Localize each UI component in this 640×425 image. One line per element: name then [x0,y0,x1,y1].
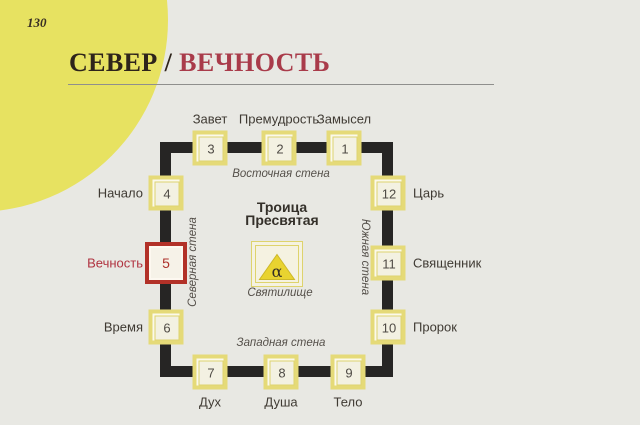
station-box-11: 11 [370,245,406,281]
station-label-7: Дух [198,394,222,410]
station-number: 10 [376,315,402,341]
trinity-line1: Троица [256,199,308,215]
page-title: СЕВЕР / ВЕЧНОСТЬ [69,48,330,78]
wall-label-south: Южная стена [359,218,371,296]
station-number: 4 [154,181,180,207]
page-number: 130 [27,15,47,30]
station-number: 8 [269,360,295,386]
station-box-1: 1 [326,130,362,166]
station-label-1: Замысел [316,111,372,127]
title-secondary: ВЕЧНОСТЬ [179,48,331,77]
wall-label-east: Восточная стена [232,168,330,180]
station-box-7: 7 [192,354,228,390]
title-primary: СЕВЕР [69,48,158,77]
station-label-3: Завет [192,111,228,127]
station-label-2: Премудрость [238,111,320,127]
station-number: 11 [376,251,402,277]
station-box-8: 8 [263,354,299,390]
accent-circle [0,0,168,212]
station-number: 6 [154,315,180,341]
wall-label-north: Северная стена [187,217,199,307]
station-box-9: 9 [330,354,366,390]
sanctuary-caption: Святилище [247,287,313,299]
station-box-2: 2 [261,130,297,166]
station-label-6: Время [103,319,143,335]
station-number: 5 [151,248,181,278]
station-box-12: 12 [370,175,406,211]
station-box-3: 3 [192,130,228,166]
station-box-6: 6 [148,309,184,345]
station-box-5: 5 [145,242,187,284]
station-number: 1 [332,136,358,162]
center-title: Троица Пресвятая [245,199,319,228]
wall-label-west: Западная стена [236,337,326,349]
station-label-11: Священник [413,255,482,271]
station-box-10: 10 [370,309,406,345]
station-number: 2 [267,136,293,162]
alpha-symbol: α [272,262,283,281]
station-number: 7 [198,360,224,386]
title-rule [68,84,494,87]
station-label-5: Вечность [87,255,143,271]
station-label-10: Пророк [413,319,457,335]
station-label-8: Душа [264,394,298,410]
title-separator: / [157,48,180,77]
station-number: 3 [198,136,224,162]
station-label-12: Царь [413,185,445,201]
station-label-4: Начало [97,185,143,201]
station-number: 12 [376,181,402,207]
station-label-9: Тело [333,394,363,410]
sanctuary-emblem: α [251,241,303,287]
trinity-line2: Пресвятая [245,212,319,228]
station-number: 9 [336,360,362,386]
station-box-4: 4 [148,175,184,211]
sanctuary-emblem-inner: α [255,245,299,283]
alpha-triangle-icon: α [258,253,296,281]
